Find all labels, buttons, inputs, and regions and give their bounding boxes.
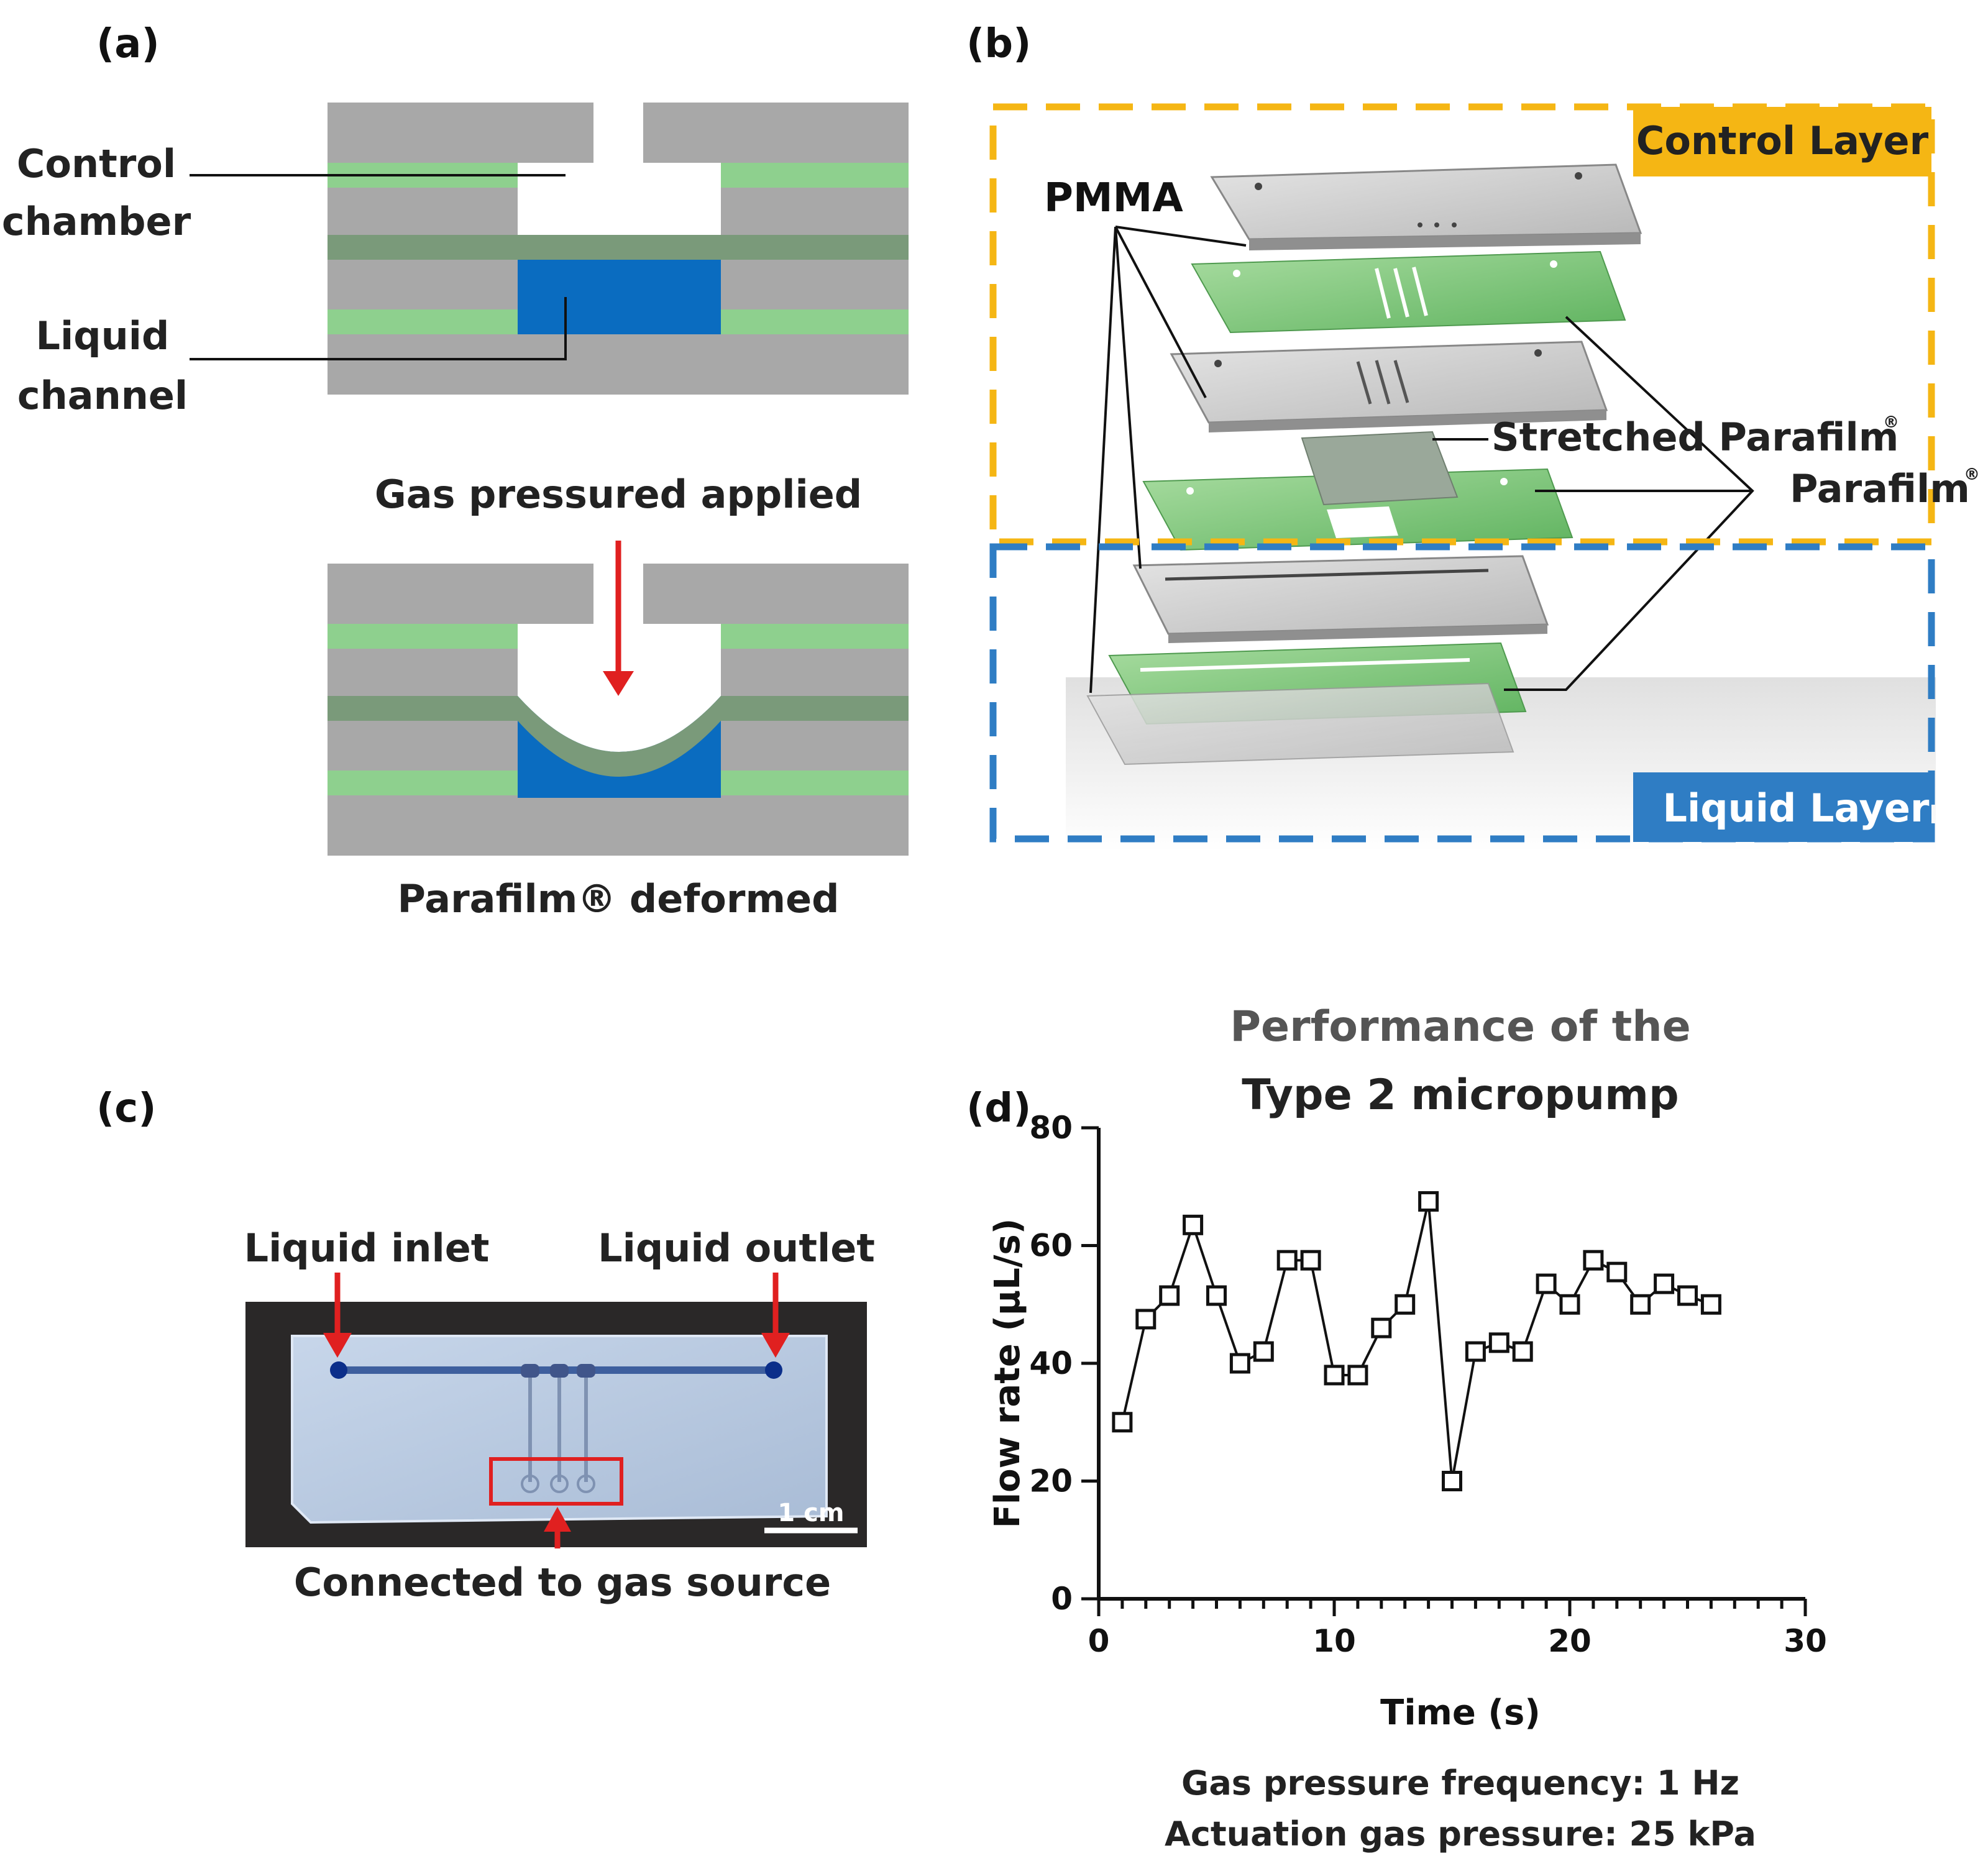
data-point-marker [1488, 1332, 1509, 1353]
liquid-layer-box [989, 543, 1935, 843]
data-point-marker [1347, 1365, 1368, 1386]
panel-c: (c) 1 cm Liqu [96, 1086, 875, 1605]
x-tick-label: 0 [1088, 1623, 1110, 1659]
liquid-layer-label: Liquid Layer [1663, 785, 1930, 831]
data-point-marker [1606, 1261, 1628, 1283]
y-axis-label: Flow rate (μL/s) [987, 1219, 1028, 1529]
x-axis-label: Time (s) [1380, 1693, 1541, 1733]
caption-pressure: Actuation gas pressure: 25 kPa [1165, 1814, 1756, 1854]
data-point-marker [1159, 1285, 1180, 1306]
data-point-marker [1442, 1471, 1462, 1491]
panel-c-tag: (c) [96, 1086, 156, 1132]
y-tick-label: 40 [1029, 1345, 1073, 1381]
leader-lines [1089, 226, 1754, 693]
data-point-marker [1654, 1273, 1675, 1294]
panel-d-tag: (d) [966, 1086, 1031, 1132]
parafilm-reg-mark: ® [1964, 465, 1980, 484]
panel-b-tag: (b) [966, 21, 1031, 67]
outlet-label: Liquid outlet [598, 1225, 875, 1271]
chart-title-line1: Performance of the [1230, 1002, 1691, 1051]
data-point-marker [1135, 1309, 1157, 1330]
x-tick-label: 10 [1312, 1623, 1356, 1659]
data-point-marker [1300, 1250, 1321, 1271]
flow-rate-chart: 0 10 20 30 0 20 40 60 80 [1029, 1110, 1826, 1659]
data-point-marker [1229, 1353, 1250, 1374]
panel-b: (b) [966, 21, 1980, 851]
data-point-marker [1583, 1250, 1604, 1271]
label-liquid: Liquid [36, 313, 170, 359]
parafilm-label: Parafilm [1790, 466, 1970, 511]
data-point-marker [1112, 1412, 1133, 1433]
data-point-marker [1371, 1317, 1392, 1338]
label-channel: channel [17, 373, 188, 418]
scale-bar-label: 1 cm [777, 1499, 844, 1527]
y-tick-label: 0 [1051, 1581, 1073, 1617]
gas-source-label: Connected to gas source [294, 1560, 831, 1605]
panel-a: (a) Control chamber Liquid channel Gas p… [2, 21, 909, 922]
pmma-label: PMMA [1044, 175, 1183, 221]
chip-photo: 1 cm [245, 1302, 867, 1547]
series-line [1120, 1201, 1712, 1481]
label-chamber: chamber [2, 199, 191, 244]
stretched-reg-mark: ® [1883, 413, 1899, 432]
panel-a-tag: (a) [96, 21, 160, 67]
chart-title-line2: Type 2 micropump [1242, 1071, 1679, 1120]
label-control: Control [17, 141, 176, 186]
x-tick-label: 20 [1548, 1623, 1592, 1659]
stretched-parafilm-label: Stretched Parafilm [1491, 414, 1899, 460]
control-layer-tag-bg [1633, 107, 1931, 176]
data-point-marker [1276, 1250, 1298, 1271]
cross-section-before [190, 103, 909, 395]
data-point-marker [1418, 1191, 1439, 1212]
data-point-marker [1536, 1273, 1557, 1294]
caption-frequency: Gas pressure frequency: 1 Hz [1181, 1763, 1739, 1803]
x-tick-label: 30 [1784, 1623, 1827, 1659]
y-tick-label: 20 [1029, 1463, 1073, 1499]
data-point-marker [1183, 1214, 1204, 1235]
y-tick-label: 60 [1029, 1228, 1073, 1264]
data-point-marker [1253, 1341, 1274, 1362]
inlet-label: Liquid inlet [244, 1225, 490, 1271]
data-point-marker [1324, 1365, 1345, 1386]
data-point-marker [1465, 1341, 1486, 1362]
control-layer-label: Control Layer [1636, 118, 1929, 163]
chip-arrows [323, 1273, 790, 1548]
data-point-marker [1512, 1341, 1533, 1362]
y-tick-label: 80 [1029, 1110, 1073, 1146]
label-deformed: Parafilm® deformed [397, 876, 839, 922]
data-point-marker [1395, 1294, 1416, 1315]
data-point-marker [1630, 1294, 1651, 1315]
data-point-marker [1559, 1294, 1580, 1315]
label-gas-applied: Gas pressured applied [375, 472, 862, 517]
data-point-marker [1206, 1285, 1227, 1306]
cross-section-after [328, 541, 909, 856]
data-point-marker [1677, 1285, 1698, 1306]
data-point-marker [1700, 1294, 1721, 1315]
panel-d: (d) Performance of the Type 2 micropump … [966, 1002, 1827, 1854]
liquid-layer-tag-bg [1633, 772, 1931, 842]
exploded-stack [1086, 163, 1642, 766]
